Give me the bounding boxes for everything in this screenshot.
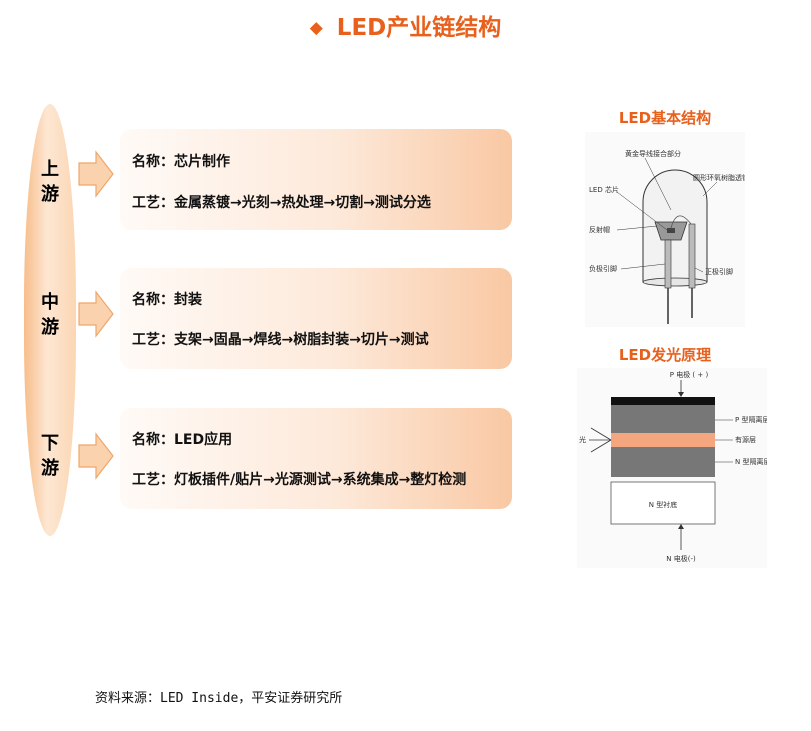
figure-title-led-structure: LED基本结构 — [618, 109, 712, 127]
page-title: ◆ LED产业链结构 — [0, 8, 811, 42]
label-p-electrode: P 电极 ( + ) — [670, 370, 709, 379]
stage-label-upstream: 上 游 — [24, 157, 76, 207]
label-active-layer: 有源层 — [735, 435, 756, 444]
stage-label-char: 游 — [41, 317, 59, 338]
led-principle-diagram: P 电极 ( + ) N 型衬底 光 P 型隔离层 有源层 N 型隔离层 N 电… — [577, 368, 767, 568]
stage-box-downstream: 名称：LED应用 工艺：灯板插件/贴片→光源测试→系统集成→整灯检测 — [120, 408, 512, 509]
n-substrate-layer — [610, 481, 716, 525]
n-type-layer — [611, 447, 715, 477]
stage-process: 工艺：支架→固晶→焊线→树脂封装→切片→测试 — [132, 332, 429, 348]
stage-box-upstream: 名称：芯片制作 工艺：金属蒸镀→光刻→热处理→切割→测试分选 — [120, 129, 512, 230]
led-chip-shape — [667, 228, 675, 233]
stage-box-midstream: 名称：封装 工艺：支架→固晶→焊线→树脂封装→切片→测试 — [120, 268, 512, 369]
stage-process: 工艺：灯板插件/贴片→光源测试→系统集成→整灯检测 — [132, 472, 467, 488]
active-layer — [611, 433, 715, 447]
stage-label-char: 上 — [41, 159, 59, 180]
stage-label-char: 游 — [41, 458, 59, 479]
stage-label-char: 游 — [41, 184, 59, 205]
label-light: 光 — [579, 435, 586, 444]
stage-label-char: 中 — [41, 292, 59, 313]
industry-chain-pill — [24, 104, 76, 536]
label-n-type-layer: N 型隔离层 — [735, 457, 767, 466]
source-note: 资料来源：LED Inside，平安证券研究所 — [95, 691, 343, 706]
label-epoxy-lens: 圆形环氧树脂透镜 — [693, 173, 745, 182]
led-structure-diagram: 黄金导线接合部分 圆形环氧树脂透镜 LED 芯片 反射帽 负极引脚 正极引脚 — [585, 132, 745, 327]
label-led-chip: LED 芯片 — [589, 185, 619, 194]
stage-label-char: 下 — [41, 433, 59, 454]
p-electrode-layer — [611, 397, 715, 405]
stage-name: 名称：LED应用 — [132, 432, 233, 448]
stage-label-downstream: 下 游 — [24, 431, 76, 481]
label-reflector: 反射帽 — [589, 225, 610, 234]
stage-name: 名称：芯片制作 — [132, 154, 230, 170]
right-arrow-icon — [78, 290, 114, 338]
label-n-substrate: N 型衬底 — [649, 500, 677, 509]
figure-title-led-principle: LED发光原理 — [618, 346, 712, 364]
diamond-bullet-icon: ◆ — [309, 18, 323, 38]
label-negative-lead: 负极引脚 — [589, 264, 617, 273]
stage-process: 工艺：金属蒸镀→光刻→热处理→切割→测试分选 — [132, 195, 431, 211]
stage-label-midstream: 中 游 — [24, 290, 76, 340]
label-gold-wire: 黄金导线接合部分 — [625, 149, 681, 158]
p-type-layer — [611, 405, 715, 433]
label-positive-lead: 正极引脚 — [705, 267, 733, 276]
stage-name: 名称：封装 — [132, 292, 202, 308]
right-arrow-icon — [78, 150, 114, 198]
page-title-text: LED产业链结构 — [336, 15, 502, 41]
label-n-electrode: N 电极(-) — [666, 554, 696, 563]
label-p-type-layer: P 型隔离层 — [735, 415, 767, 424]
right-arrow-icon — [78, 432, 114, 480]
